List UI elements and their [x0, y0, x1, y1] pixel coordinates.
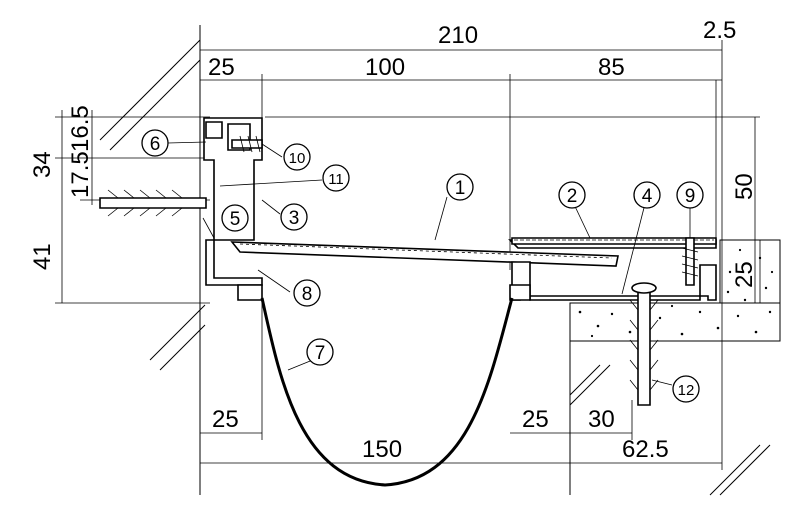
dim-62-5: 62.5	[622, 436, 669, 463]
seal-gasket	[260, 297, 514, 487]
cover-plate	[230, 241, 619, 267]
callout-8: 8	[293, 279, 321, 307]
dimension-labels: 210 2.5 25 100 85 34 16.5 17.5 41 50 25 …	[29, 17, 758, 463]
dim-25-bottom-right: 25	[522, 406, 549, 433]
callout-1-label: 1	[455, 178, 466, 199]
floor-anchor	[629, 282, 659, 406]
dim-2-5: 2.5	[703, 17, 736, 44]
callout-6: 6	[141, 129, 169, 157]
dim-17-5: 17.5	[67, 151, 94, 198]
dim-41: 41	[29, 243, 56, 270]
callout-5: 5	[221, 204, 249, 232]
dim-100: 100	[365, 54, 405, 81]
callout-7-label: 7	[315, 343, 326, 364]
callout-12-label: 12	[678, 382, 695, 399]
callout-9: 9	[676, 181, 704, 209]
screw-9	[681, 237, 699, 286]
callout-5-label: 5	[230, 209, 241, 230]
callout-1: 1	[446, 173, 474, 201]
dim-25-slab: 25	[731, 261, 758, 288]
callout-4: 4	[633, 181, 661, 209]
dimension-lines	[55, 40, 761, 470]
callout-12: 12	[672, 375, 700, 403]
callout-4-label: 4	[642, 186, 653, 207]
dim-34: 34	[29, 151, 56, 178]
right-wall-hatching	[569, 364, 771, 496]
top-plate-2	[511, 237, 717, 245]
callout-6-label: 6	[150, 134, 161, 155]
callout-3: 3	[280, 203, 308, 231]
dim-25-bottom-left: 25	[212, 406, 239, 433]
callout-10: 10	[283, 143, 311, 171]
concrete-slab	[569, 239, 781, 342]
callout-11: 11	[322, 164, 350, 192]
callout-7: 7	[306, 338, 334, 366]
dim-85: 85	[598, 54, 625, 81]
callout-9-label: 9	[685, 186, 696, 207]
dim-50: 50	[731, 173, 758, 200]
dim-210: 210	[438, 22, 478, 49]
dim-16-5: 16.5	[67, 105, 94, 152]
dim-25-top: 25	[208, 54, 235, 81]
wall-hatching	[99, 39, 206, 371]
callout-10-label: 10	[289, 150, 306, 167]
wall-anchor	[99, 189, 207, 217]
callout-8-label: 8	[302, 284, 313, 305]
callout-2: 2	[558, 181, 586, 209]
callout-2-label: 2	[567, 186, 578, 207]
callout-11-label: 11	[328, 171, 344, 188]
dim-150: 150	[362, 436, 402, 463]
callout-3-label: 3	[289, 208, 300, 229]
callout-leaders	[167, 141, 691, 386]
dim-30: 30	[588, 406, 615, 433]
screw-10	[231, 135, 263, 153]
